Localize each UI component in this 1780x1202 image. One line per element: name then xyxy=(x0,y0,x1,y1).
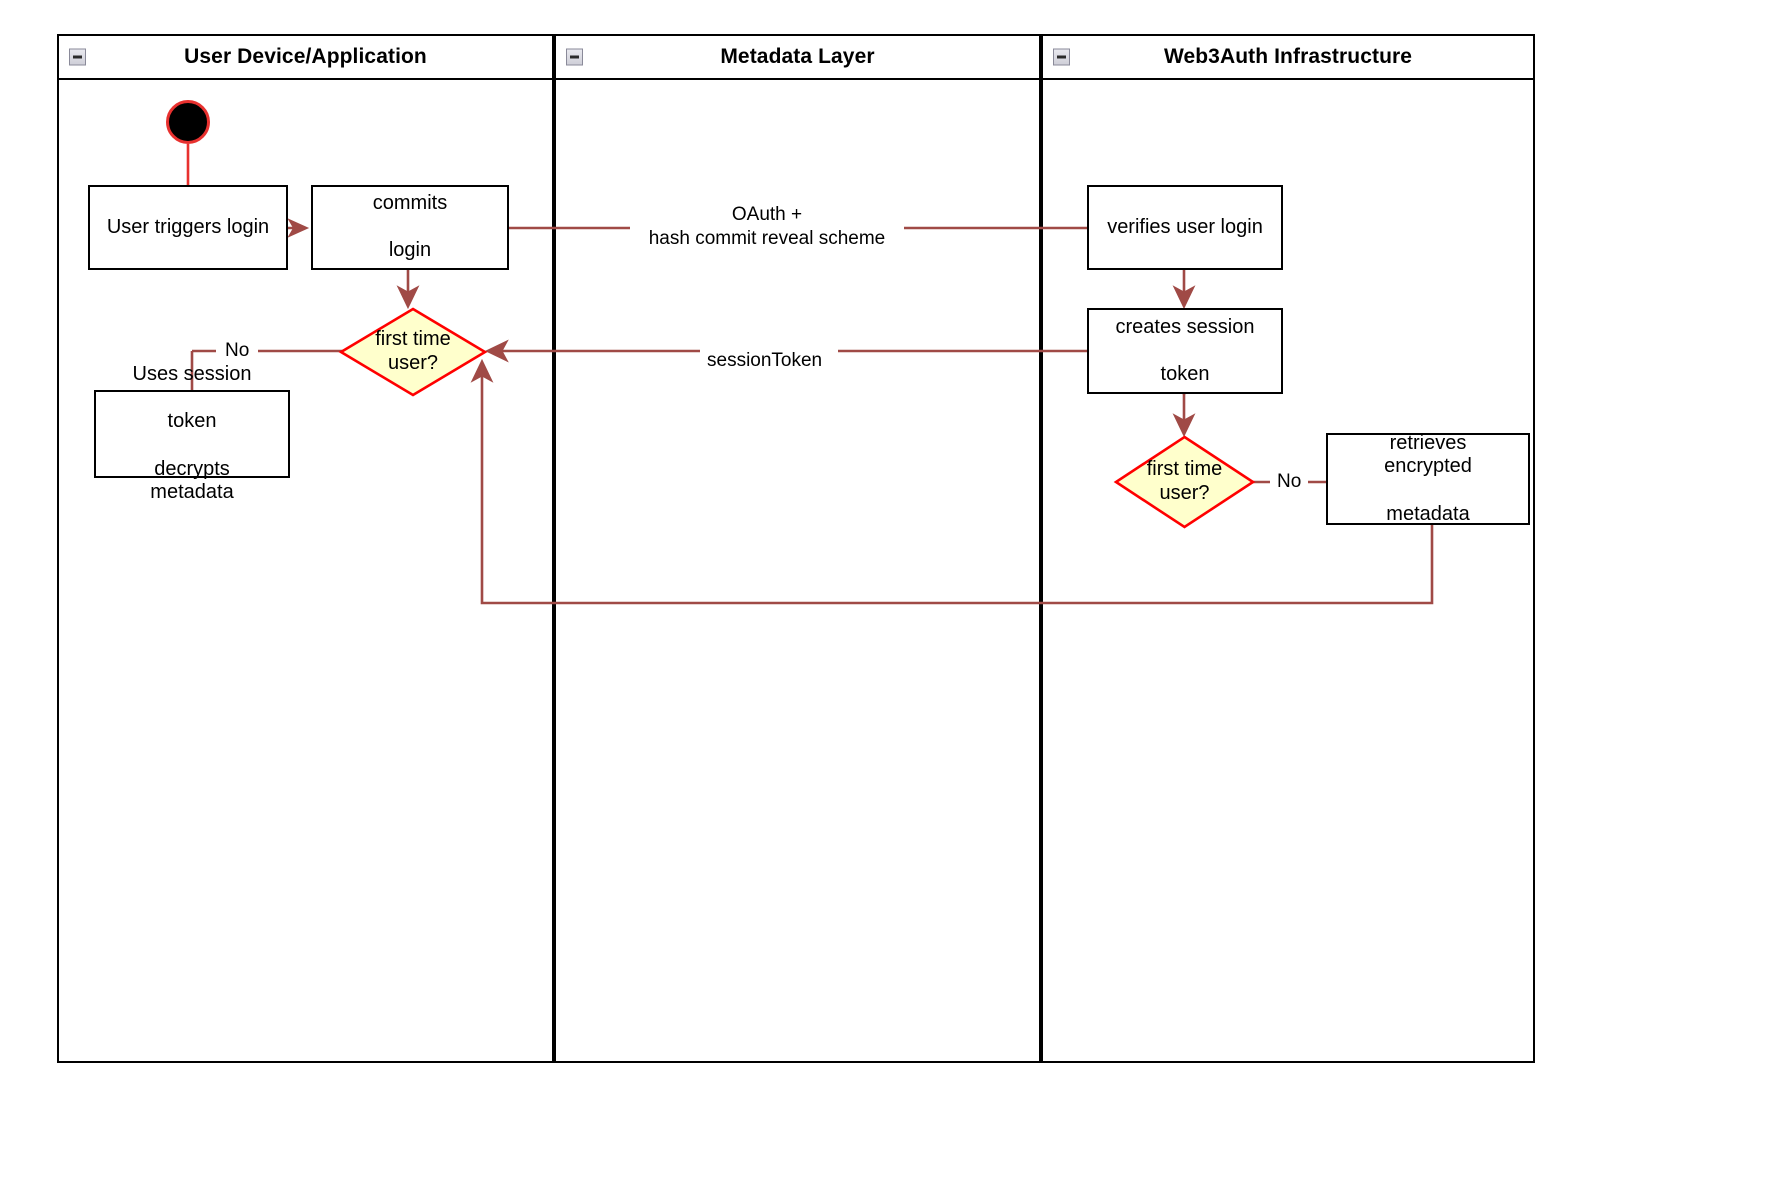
diamond-shape xyxy=(1113,435,1256,529)
swimlane-title-user-device: User Device/Application xyxy=(184,45,427,68)
edge-label-oauth: OAuth + hash commit reveal scheme xyxy=(630,203,904,251)
node-label: first time user? xyxy=(375,328,451,374)
node-label: commits login xyxy=(372,192,448,262)
minus-box-icon[interactable] xyxy=(566,48,583,66)
node-label: first time user? xyxy=(1146,458,1223,504)
edge-label-no-left: No xyxy=(218,339,257,363)
node-label: retrieves encrypted metadata xyxy=(1384,431,1472,525)
swimlane-metadata-layer: Metadata Layer xyxy=(554,34,1041,1063)
edge-label-session-token: sessionToken xyxy=(700,349,830,373)
node-label: User triggers login xyxy=(106,215,270,238)
node-first-time-user-right[interactable]: first time user? xyxy=(1113,434,1256,530)
swimlane-title-metadata-layer: Metadata Layer xyxy=(720,45,875,68)
node-label: Uses session token decrypts metadata xyxy=(132,363,252,504)
edge-label-no-right: No xyxy=(1270,470,1309,494)
node-first-time-user-left[interactable]: first time user? xyxy=(338,306,488,398)
minus-box-icon[interactable] xyxy=(1053,48,1070,66)
minus-box-icon[interactable] xyxy=(69,48,86,66)
swimlane-header-user-device: User Device/Application xyxy=(59,36,552,80)
node-creates-session-token[interactable]: creates session token xyxy=(1087,308,1283,394)
start-node xyxy=(166,100,210,144)
node-uses-session-token[interactable]: Uses session token decrypts metadata xyxy=(94,363,290,503)
diamond-shape xyxy=(338,307,488,397)
node-label: verifies user login xyxy=(1107,215,1263,238)
swimlane-header-web3auth: Web3Auth Infrastructure xyxy=(1043,36,1533,80)
node-commits-login[interactable]: commits login xyxy=(311,185,509,270)
node-label: creates session token xyxy=(1115,315,1255,385)
node-verifies-user-login[interactable]: verifies user login xyxy=(1087,185,1283,270)
node-user-triggers-login[interactable]: User triggers login xyxy=(88,185,288,270)
swimlane-title-web3auth: Web3Auth Infrastructure xyxy=(1163,45,1413,68)
node-retrieves-encrypted-metadata[interactable]: retrieves encrypted metadata xyxy=(1326,431,1530,525)
swimlane-header-metadata-layer: Metadata Layer xyxy=(556,36,1039,80)
